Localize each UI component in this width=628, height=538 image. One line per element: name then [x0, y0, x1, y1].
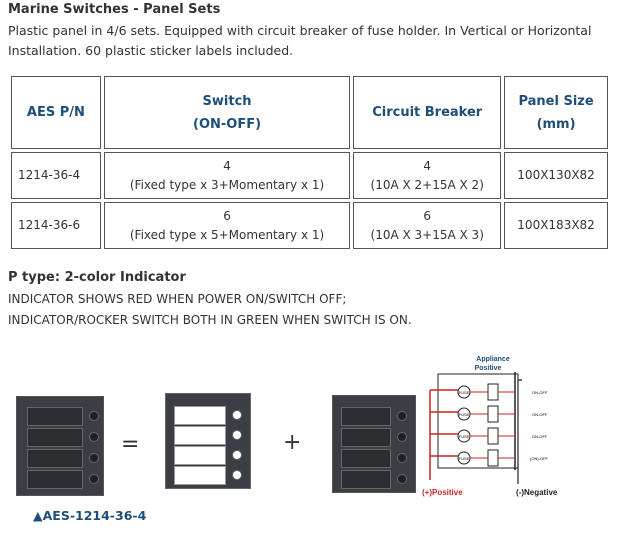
rocker-switch	[27, 428, 83, 447]
wiring-title-l1: Appliance	[476, 356, 510, 363]
intro-line-2: Installation. 60 plastic sticker labels …	[8, 43, 294, 58]
cell-switch: 6 (Fixed type x 5+Momentary x 1)	[103, 202, 351, 249]
cell-switch-detail: (Fixed type x 3+Momentary x 1)	[129, 177, 325, 192]
header-switch-l1: Switch	[202, 93, 252, 109]
positive-label: (+)Positive	[422, 488, 463, 497]
circuit-label: ON-OFF	[532, 434, 548, 439]
rocker-switch	[341, 470, 391, 489]
cell-pn: 1214-36-4	[11, 152, 101, 199]
indicator-line-2: INDICATOR/ROCKER SWITCH BOTH IN GREEN WH…	[8, 313, 412, 327]
circuit-label: ON-OFF	[532, 390, 548, 395]
cell-panel: 100X130X82	[504, 152, 608, 199]
cell-breaker-detail: (10A X 3+15A X 3)	[370, 227, 484, 242]
spec-table: AES P/N Switch (ON-OFF) Circuit Breaker …	[8, 73, 611, 252]
intro-line-1: Plastic panel in 4/6 sets. Equipped with…	[8, 23, 592, 38]
equals-sign: =	[121, 432, 140, 457]
table-row: 1214-36-4 4 (Fixed type x 3+Momentary x …	[11, 152, 608, 199]
negative-wire	[517, 379, 522, 484]
breaker-icon	[397, 432, 407, 442]
circuit-label: (ON)-OFF	[530, 456, 549, 461]
fuse-label: FUSE	[459, 434, 470, 439]
breaker-icon	[89, 432, 99, 442]
breaker-hole-icon	[232, 430, 242, 440]
circuit-3: FUSE ON-OFF	[457, 427, 548, 445]
positive-wire	[429, 389, 458, 480]
page-title: Marine Switches - Panel Sets	[8, 2, 221, 17]
breaker-hole-icon	[232, 470, 242, 480]
rocker-switch	[27, 449, 83, 468]
cell-breaker-count: 6	[423, 208, 432, 223]
header-switch: Switch (ON-OFF)	[103, 76, 351, 149]
cell-breaker-detail: (10A X 2+15A X 2)	[370, 177, 484, 192]
breaker-icon	[397, 411, 407, 421]
rocker-switch	[27, 407, 83, 426]
wiring-diagram: Appliance Positive FUSE ON-OFF FUSE ON-O…	[422, 356, 558, 497]
rocker-switch	[27, 470, 83, 489]
circuit-4: FUSE (ON)-OFF	[457, 449, 549, 467]
header-switch-l2: (ON-OFF)	[193, 116, 262, 132]
label-slot	[174, 406, 226, 425]
breaker-icon	[89, 411, 99, 421]
header-pn: AES P/N	[11, 76, 101, 149]
header-panel-l1: Panel Size	[518, 93, 594, 109]
breaker-hole-icon	[232, 410, 242, 420]
cell-switch-count: 6	[223, 208, 231, 223]
header-panel: Panel Size (mm)	[504, 76, 608, 149]
circuit-2: FUSE ON-OFF	[457, 405, 548, 423]
fuse-label: FUSE	[459, 412, 470, 417]
cell-breaker: 6 (10A X 3+15A X 3)	[353, 202, 502, 249]
cell-switch: 4 (Fixed type x 3+Momentary x 1)	[103, 152, 351, 199]
table-row: 1214-36-6 6 (Fixed type x 5+Momentary x …	[11, 202, 608, 249]
fuse-label: FUSE	[459, 390, 470, 395]
rocker-switch	[341, 449, 391, 468]
wiring-title-l2: Positive	[475, 365, 502, 372]
label-slot	[174, 466, 226, 485]
breaker-icon	[397, 474, 407, 484]
label-slot	[174, 446, 226, 465]
cell-switch-count: 4	[223, 158, 231, 173]
cell-switch-detail: (Fixed type x 5+Momentary x 1)	[129, 227, 325, 242]
label-panel-image	[165, 393, 251, 489]
breaker-icon	[89, 474, 99, 484]
intro-text: Plastic panel in 4/6 sets. Equipped with…	[8, 21, 620, 61]
breaker-hole-icon	[232, 450, 242, 460]
assembled-panel-image	[16, 396, 104, 496]
fuse-label: FUSE	[459, 456, 470, 461]
cell-breaker: 4 (10A X 2+15A X 2)	[353, 152, 502, 199]
diagram-frame	[437, 373, 519, 469]
table-header-row: AES P/N Switch (ON-OFF) Circuit Breaker …	[11, 76, 608, 149]
header-breaker: Circuit Breaker	[353, 76, 502, 149]
rocker-switch	[341, 407, 391, 426]
negative-label: (-)Negative	[516, 488, 558, 497]
cell-panel: 100X183X82	[504, 202, 608, 249]
ptype-heading: P type: 2-color Indicator	[8, 270, 186, 285]
breaker-icon	[89, 453, 99, 463]
product-caption: ▲AES-1214-36-4	[33, 508, 147, 523]
circuit-label: ON-OFF	[532, 412, 548, 417]
indicator-line-1: INDICATOR SHOWS RED WHEN POWER ON/SWITCH…	[8, 292, 347, 306]
header-panel-l2: (mm)	[536, 116, 576, 132]
switch-panel-image	[332, 395, 416, 493]
cell-breaker-count: 4	[423, 158, 432, 173]
cell-pn: 1214-36-6	[11, 202, 101, 249]
label-slot	[174, 426, 226, 445]
rocker-switch	[341, 428, 391, 447]
plus-sign: +	[283, 430, 302, 455]
circuit-1: FUSE ON-OFF	[457, 383, 548, 401]
breaker-icon	[397, 453, 407, 463]
